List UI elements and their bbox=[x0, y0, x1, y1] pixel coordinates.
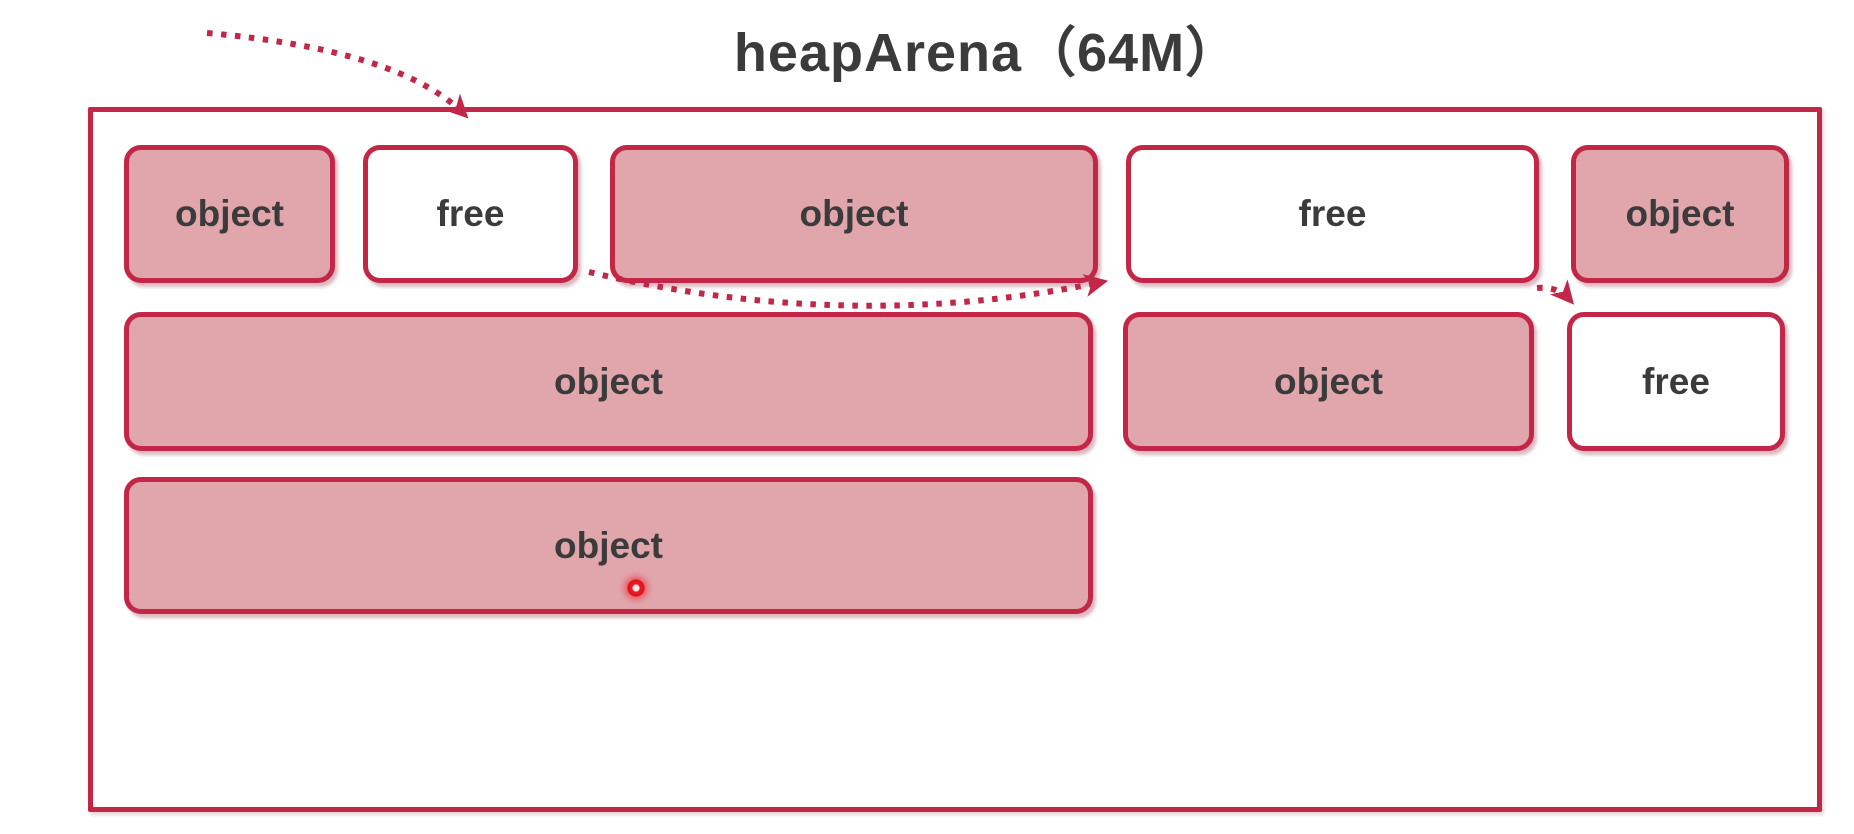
heap-block-free: free bbox=[1567, 312, 1785, 451]
block-label: object bbox=[799, 193, 909, 234]
block-label: object bbox=[1625, 193, 1735, 234]
block-label: free bbox=[1298, 193, 1367, 234]
block-label: free bbox=[1642, 360, 1710, 402]
laser-pointer-dot bbox=[619, 571, 653, 605]
block-label: object bbox=[175, 193, 284, 234]
block-label: object bbox=[554, 524, 663, 566]
block-label: object bbox=[1274, 360, 1383, 402]
heap-block-free: free bbox=[363, 145, 578, 283]
heap-block-object: object bbox=[610, 145, 1098, 283]
block-label: object bbox=[554, 360, 663, 402]
block-label: free bbox=[436, 193, 505, 234]
heap-block-object: object bbox=[1123, 312, 1534, 451]
heap-block-free: free bbox=[1126, 145, 1539, 283]
heap-block-object: object bbox=[124, 312, 1093, 451]
heap-block-object: object bbox=[124, 477, 1093, 614]
heap-block-object: object bbox=[124, 145, 335, 283]
diagram-title: heapArena（64M） bbox=[733, 23, 1241, 83]
heap-block-object: object bbox=[1571, 145, 1789, 283]
